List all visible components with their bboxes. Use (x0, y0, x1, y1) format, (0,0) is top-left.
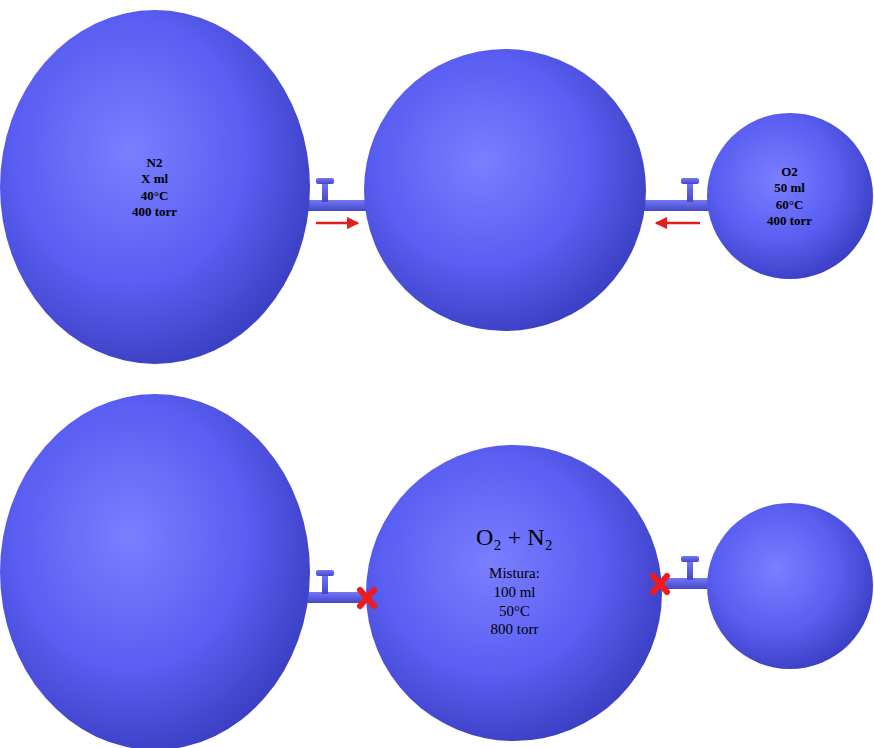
gas-property: 100 ml (476, 583, 553, 602)
gas-flask-label: N2X ml40°C400 torr (128, 151, 181, 224)
gas-property: X ml (132, 171, 177, 187)
gas-property: Mistura: (476, 564, 553, 583)
flask (707, 503, 873, 669)
flask (0, 10, 310, 364)
closed-mark (360, 590, 374, 606)
gas-property: 400 torr (767, 213, 812, 229)
closed-mark (653, 576, 667, 592)
gas-property: 50°C (476, 602, 553, 621)
flow-arrow (656, 222, 700, 225)
gas-name: O2 (767, 164, 812, 180)
gas-property: 800 torr (476, 620, 553, 639)
gas-name: O₂ + N₂ (476, 522, 553, 552)
flask (366, 445, 662, 741)
gas-property: 40°C (132, 188, 177, 204)
gas-property: 50 ml (767, 180, 812, 196)
gas-property: 60°C (767, 197, 812, 213)
flask (364, 49, 646, 331)
gas-property: 400 torr (132, 204, 177, 220)
flask (0, 394, 310, 748)
flask (707, 113, 873, 279)
mixture-flask-label: O₂ + N₂ Mistura:100 ml50°C800 torr (472, 518, 557, 643)
gas-name: N2 (132, 155, 177, 171)
flow-arrow (316, 222, 358, 225)
gas-flask-label: O250 ml60°C400 torr (763, 160, 816, 233)
